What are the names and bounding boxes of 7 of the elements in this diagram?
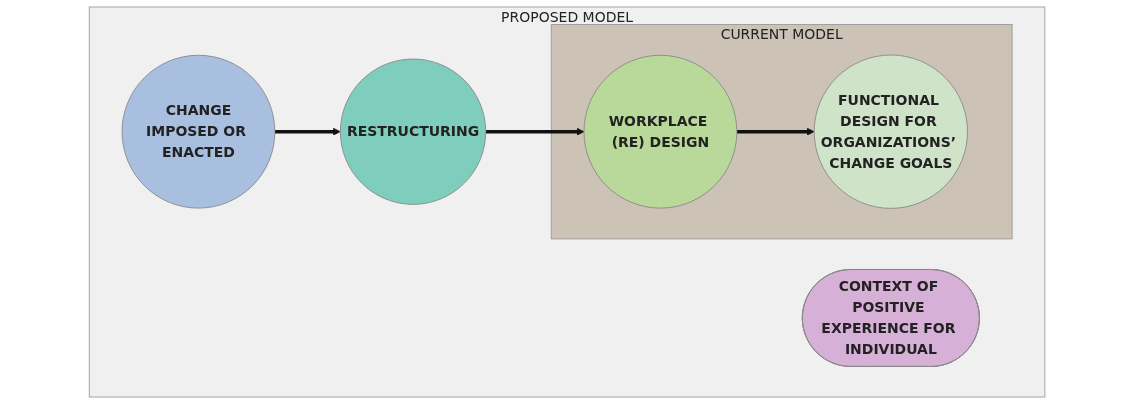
arrow bbox=[737, 127, 815, 136]
node-circle: CHANGE IMPOSED OR ENACTED bbox=[122, 54, 276, 209]
node-circle: WORKPLACE (RE) DESIGN bbox=[584, 54, 738, 209]
arrow bbox=[275, 127, 342, 136]
arrow bbox=[486, 127, 585, 136]
node-circle: RESTRUCTURING bbox=[340, 58, 487, 205]
node-circle: FUNCTIONAL DESIGN FOR ORGANIZATIONS’ CHANGE GOALS bbox=[814, 54, 969, 209]
